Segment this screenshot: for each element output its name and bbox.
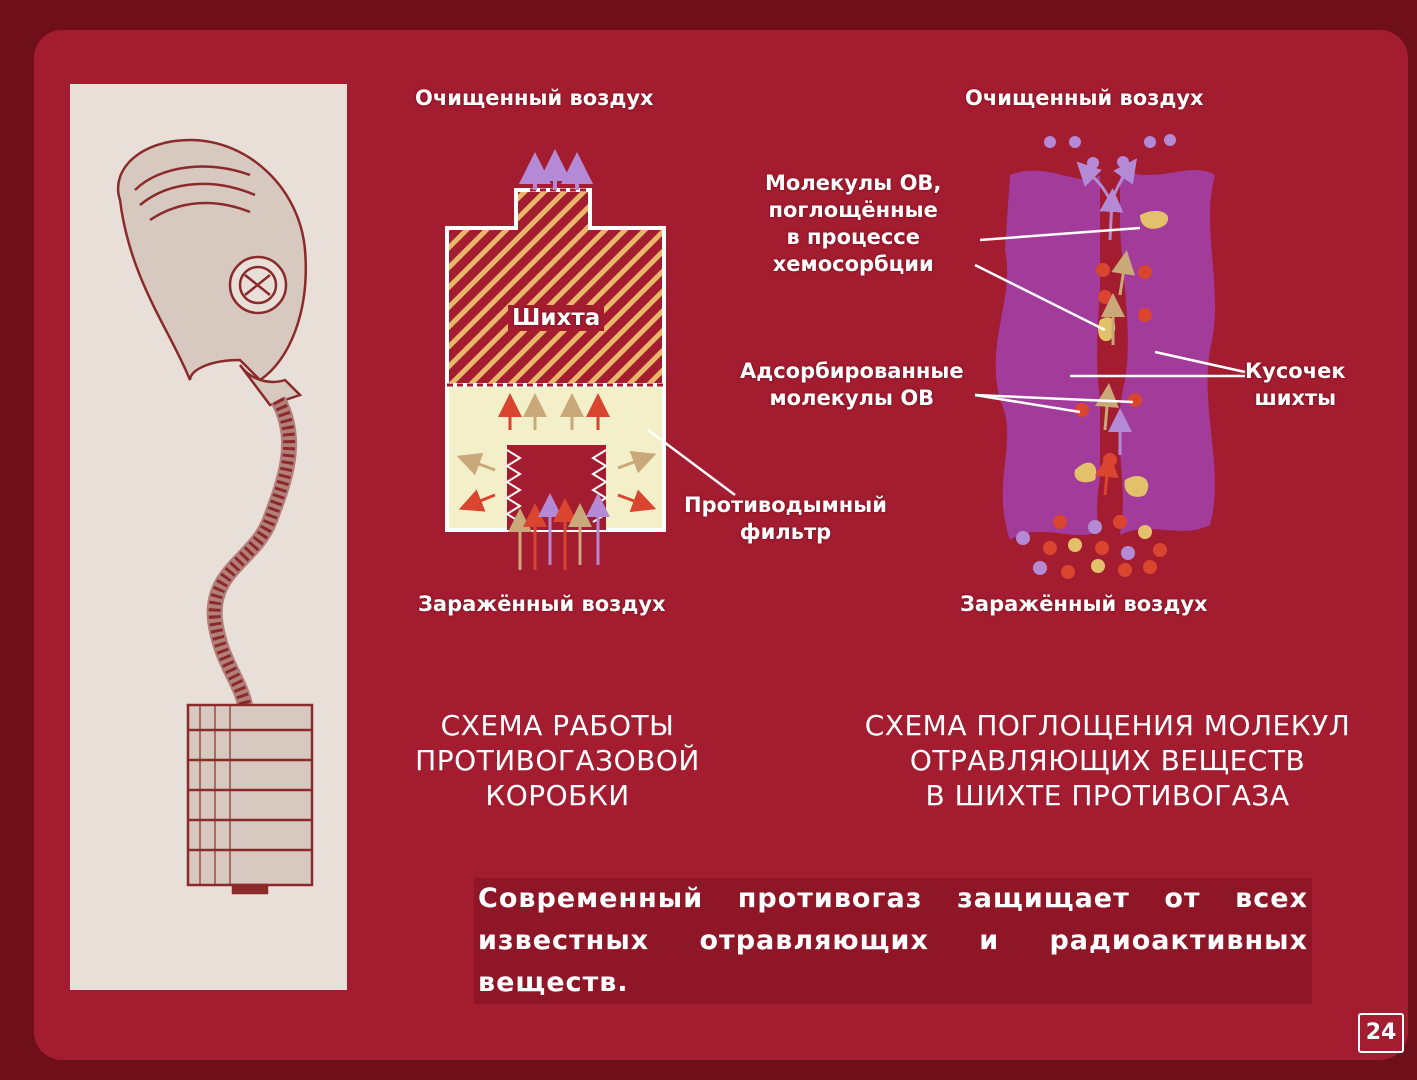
absorption-scheme-title: СХЕМА ПОГЛОЩЕНИЯ МОЛЕКУЛ ОТРАВЛЯЮЩИХ ВЕЩ… (864, 709, 1351, 812)
gas-mask-icon (116, 138, 314, 895)
chemisorbed-molecules-label: Молекулы ОВ, поглощённые в процессе хемо… (765, 171, 942, 276)
charge-piece-label: Кусочек шихты (1245, 359, 1346, 410)
contaminated-molecules (1016, 515, 1167, 579)
canister-dirty-air-label: Заражённый воздух (418, 592, 666, 616)
canister-clean-air-label: Очищенный воздух (415, 86, 654, 110)
charge-label: Шихта (508, 305, 605, 331)
adsorbed-molecules-label: Адсорбированные молекулы ОВ (740, 359, 964, 410)
absorption-dirty-air-label: Заражённый воздух (960, 592, 1208, 616)
smoke-filter-label: Противодымный фильтр (684, 493, 887, 544)
page-number: 24 (1358, 1013, 1404, 1053)
absorption-scheme (974, 134, 1246, 579)
canister-scheme-title: СХЕМА РАБОТЫ ПРОТИВОГАЗОВОЙ КОРОБКИ (415, 709, 700, 812)
slide-caption: Современный противогаз защищает от всех … (474, 878, 1312, 1004)
canister-scheme (445, 149, 736, 570)
absorption-clean-air-label: Очищенный воздух (965, 86, 1204, 110)
